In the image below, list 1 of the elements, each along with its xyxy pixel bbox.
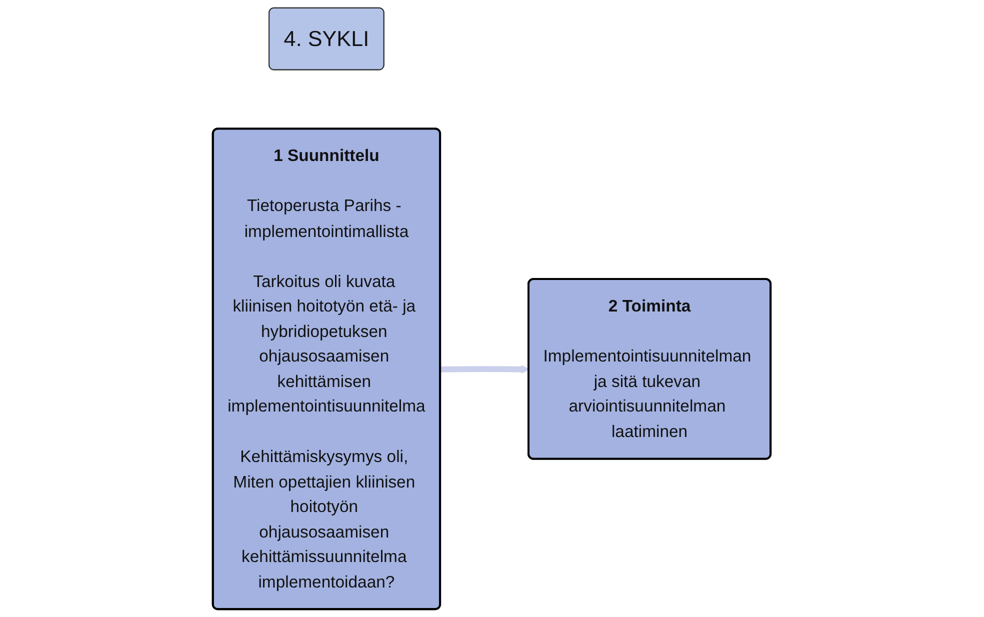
arrow: [440, 365, 530, 374]
